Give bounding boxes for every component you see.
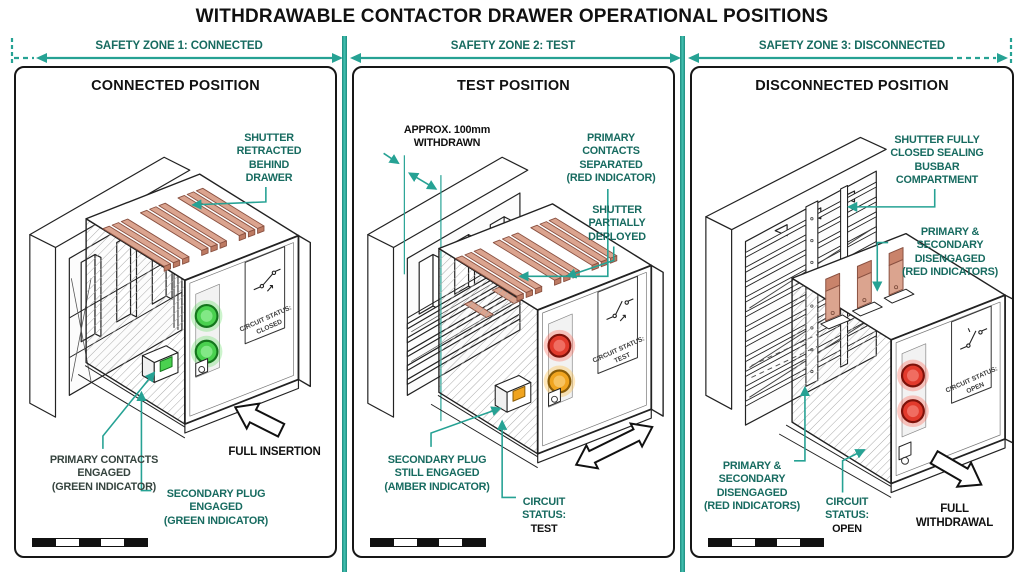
full-withdrawal-arrow bbox=[929, 449, 983, 488]
safety-zone-arrows bbox=[10, 38, 1013, 66]
leader-lines bbox=[794, 189, 936, 493]
copper-busbars bbox=[102, 187, 265, 272]
test-position-drawing bbox=[367, 152, 664, 499]
panel-title-connected: CONNECTED POSITION bbox=[91, 78, 260, 94]
panel-connected: CONNECTED POSITION SHUTTER RETRACTED BEH… bbox=[14, 66, 337, 558]
panel-disconnected: DISCONNECTED POSITION SHUTTER FULLY CLOS… bbox=[690, 66, 1014, 558]
leader-lines bbox=[430, 189, 615, 499]
plug-amber-window bbox=[512, 385, 526, 402]
full-insertion-arrow bbox=[233, 402, 286, 438]
callout-shutter-retracted: SHUTTER RETRACTED BEHIND DRAWER bbox=[236, 132, 302, 185]
callout-disengaged-left: PRIMARY & SECONDARY DISENGAGED (RED INDI… bbox=[704, 460, 800, 513]
leader-lines bbox=[102, 187, 267, 492]
copper-busbars bbox=[455, 217, 618, 302]
circuit-symbol-open bbox=[960, 328, 988, 350]
zone-label-disconnected: SAFETY ZONE 3: DISCONNECTED bbox=[758, 40, 946, 52]
callout-shutter-partial: SHUTTER PARTIALLY DEPLOYED bbox=[588, 204, 646, 243]
callout-shutter-closed: SHUTTER FULLY CLOSED SEALING BUSBAR COMP… bbox=[890, 134, 984, 187]
secondary-plug bbox=[494, 374, 532, 413]
full-withdrawal-label: FULL WITHDRAWAL bbox=[915, 503, 994, 530]
scale-bar bbox=[32, 538, 148, 547]
callout-primary-separated: PRIMARY CONTACTS SEPARATED (RED INDICATO… bbox=[566, 132, 656, 185]
zone-label-test: SAFETY ZONE 2: TEST bbox=[450, 40, 576, 52]
disengaged-copper-blades bbox=[820, 247, 915, 330]
bidirectional-movement-arrow bbox=[574, 422, 654, 470]
panel-title-disconnected: DISCONNECTED POSITION bbox=[755, 78, 949, 94]
full-insertion-label: FULL INSERTION bbox=[228, 446, 321, 458]
zone-label-connected: SAFETY ZONE 1: CONNECTED bbox=[95, 40, 263, 52]
drawer bbox=[77, 173, 312, 439]
callout-primary-contacts: PRIMARY CONTACTS ENGAGED (GREEN INDICATO… bbox=[49, 454, 159, 493]
circuit-symbol-open bbox=[606, 298, 634, 322]
circuit-symbol-closed bbox=[253, 268, 281, 292]
connected-position-drawing bbox=[29, 156, 312, 492]
zone-arrowheads bbox=[36, 53, 1008, 63]
callout-circuit-status-test: CIRCUIT STATUS: TEST bbox=[522, 496, 566, 535]
panel-test: TEST POSITION APPROX. 100mm WITHDRAWN PR… bbox=[352, 66, 675, 558]
plug-green-window bbox=[159, 356, 173, 373]
callout-circuit-status-open: CIRCUIT STATUS: OPEN bbox=[825, 496, 869, 535]
callout-secondary-still-engaged: SECONDARY PLUG STILL ENGAGED (AMBER INDI… bbox=[384, 454, 490, 493]
zone-divider-1 bbox=[342, 36, 347, 572]
callout-secondary-plug: SECONDARY PLUG ENGAGED (GREEN INDICATOR) bbox=[163, 488, 269, 527]
scale-bar bbox=[370, 538, 486, 547]
page-title: WITHDRAWABLE CONTACTOR DRAWER OPERATIONA… bbox=[195, 6, 829, 27]
drawer bbox=[430, 203, 664, 469]
disconnected-position-drawing bbox=[705, 136, 1012, 498]
drawer bbox=[778, 232, 1012, 498]
withdrawal-guide-lines bbox=[751, 333, 820, 378]
scale-bar bbox=[708, 538, 824, 547]
callout-dimension: APPROX. 100mm WITHDRAWN bbox=[403, 124, 491, 150]
zone-divider-2 bbox=[680, 36, 685, 572]
panel-title-test: TEST POSITION bbox=[457, 78, 570, 94]
callout-disengaged-right: PRIMARY & SECONDARY DISENGAGED (RED INDI… bbox=[902, 226, 998, 279]
